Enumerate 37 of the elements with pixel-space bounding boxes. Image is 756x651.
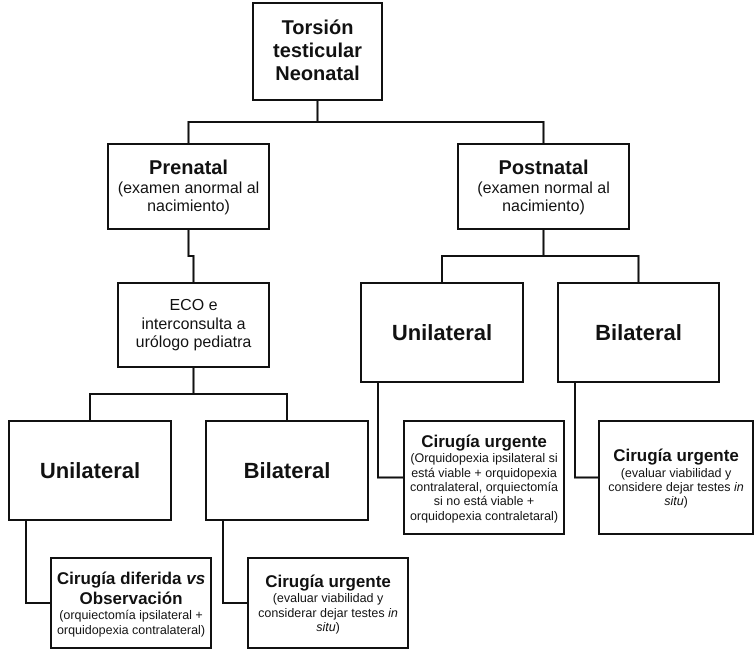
node-heading: Cirugía diferida vs Observación <box>56 569 206 608</box>
connector-line <box>192 368 288 420</box>
node-heading: Bilateral <box>595 320 682 346</box>
process-box <box>557 282 720 383</box>
process-box <box>107 143 270 230</box>
node-heading: Unilateral <box>40 458 140 484</box>
node-note: (Orquidopexia ipsilateral si está viable + orquidopexia contralateral, orquiectomía si no está viable + orquidopexia contraletaral) <box>409 451 559 524</box>
node-note: (examen normal al nacimiento) <box>476 180 611 216</box>
connector-line <box>574 383 598 478</box>
process-box <box>8 420 172 521</box>
connector-line <box>377 383 403 478</box>
process-box <box>360 282 524 383</box>
node-note: (orquiectomía ipsilateral + orquidopexia contralateral) <box>56 608 206 637</box>
process-box <box>117 282 270 368</box>
process-box <box>403 420 565 535</box>
node-heading: Cirugía urgente <box>265 572 391 592</box>
node-heading: Postnatal <box>498 156 589 180</box>
process-box <box>205 420 369 521</box>
process-box <box>598 420 754 535</box>
node-heading: ECO e interconsulta a urólogo pediatra <box>134 297 252 353</box>
node-heading: Prenatal <box>149 156 228 180</box>
process-box <box>50 557 212 649</box>
node-heading: Cirugía urgente <box>613 446 739 466</box>
connector-line <box>316 101 544 143</box>
node-heading: Unilateral <box>392 320 492 346</box>
process-box <box>457 143 630 230</box>
connector-line <box>188 230 194 282</box>
process-box <box>252 2 383 101</box>
process-box <box>247 557 409 649</box>
node-note: (evaluar viabilidad y considere dejar testes in situ) <box>607 466 745 509</box>
node-heading: Torsión testicular Neonatal <box>272 17 363 86</box>
node-heading: Bilateral <box>244 458 330 484</box>
node-note: (evaluar viabilidad y considerar dejar testes in situ) <box>257 591 399 634</box>
node-note: (examen anormal al nacimiento) <box>116 180 260 216</box>
connector-line <box>25 521 50 604</box>
node-heading: Cirugía urgente <box>421 432 547 452</box>
connector-line <box>222 521 247 604</box>
